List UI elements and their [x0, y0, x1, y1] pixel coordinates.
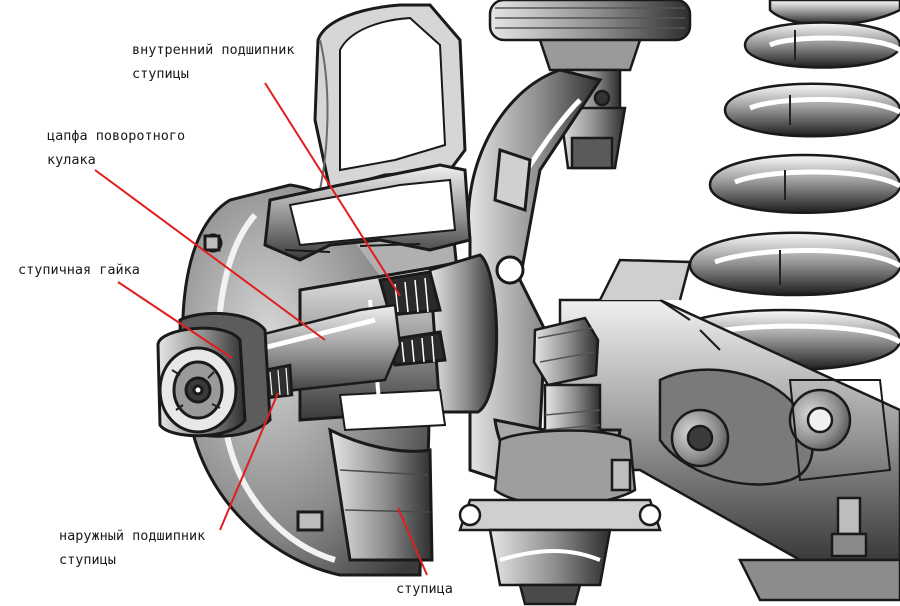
label-hub-nut: ступичная гайка	[18, 258, 140, 282]
dust-shield	[263, 3, 472, 262]
hub-cap	[156, 311, 272, 438]
label-outer-bearing-line2: ступицы	[59, 552, 116, 568]
leader-knuckle-pin	[94, 169, 326, 341]
label-hub-nut-line1: ступичная гайка	[18, 262, 140, 278]
label-hub: ступица	[396, 577, 453, 601]
label-outer-bearing: наружный подшипник ступицы	[59, 524, 205, 572]
leader-hub	[397, 507, 428, 576]
label-knuckle-pin: цапфа поворотного кулака	[47, 124, 185, 172]
label-inner-bearing-line1: внутренний подшипник	[132, 42, 295, 58]
label-outer-bearing-line1: наружный подшипник	[59, 528, 206, 544]
leader-lines	[94, 82, 428, 576]
spindle	[238, 303, 402, 400]
strut-upper-mount	[488, 0, 692, 170]
leader-outer-bearing	[219, 392, 279, 531]
label-hub-line1: ступица	[396, 581, 453, 597]
leader-inner-bearing	[264, 82, 401, 297]
label-inner-bearing-line2: ступицы	[132, 66, 189, 82]
label-knuckle-pin-line1: цапфа поворотного	[47, 128, 186, 144]
lower-control-arm	[558, 258, 900, 602]
label-inner-bearing: внутренний подшипник ступицы	[132, 38, 295, 86]
leader-hub-nut	[117, 281, 233, 359]
ball-joint	[458, 316, 662, 606]
label-knuckle-pin-line2: кулака	[47, 152, 96, 168]
coil-spring	[666, 0, 900, 372]
